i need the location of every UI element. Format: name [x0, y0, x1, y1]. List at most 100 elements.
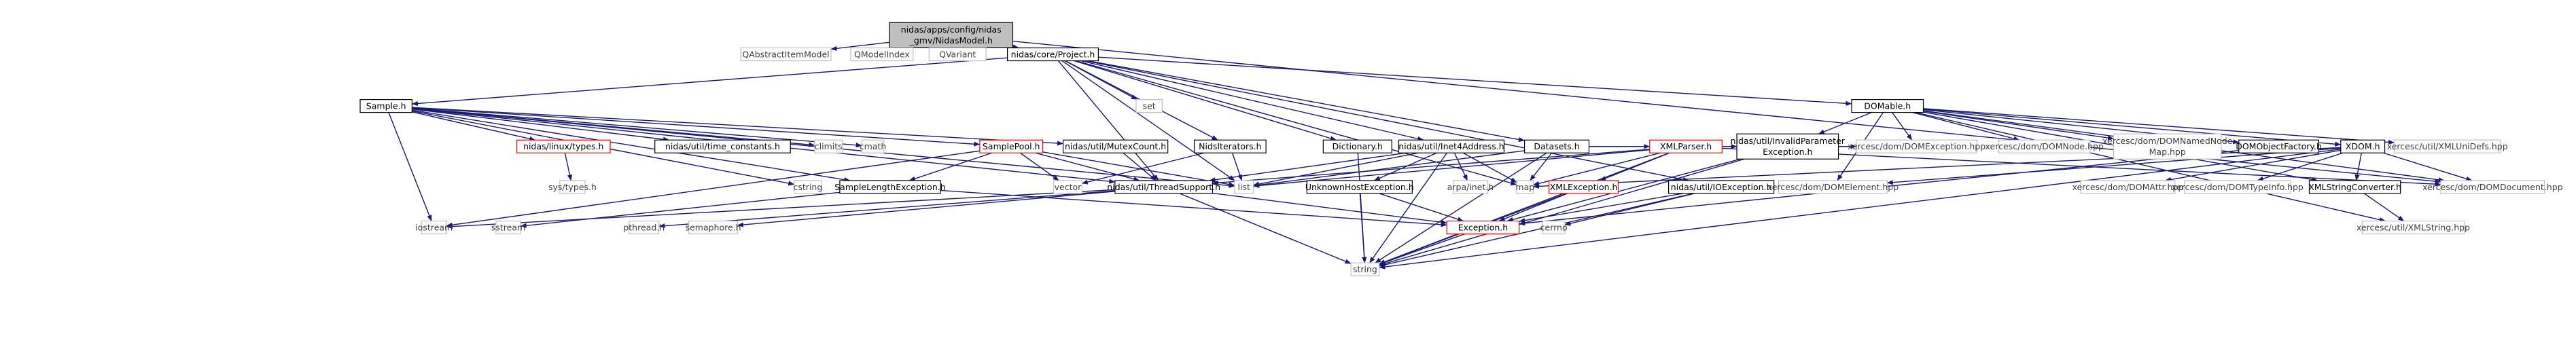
node-box: [889, 22, 1014, 48]
node-box: [928, 47, 987, 62]
node-qmi: QModelIndex: [850, 47, 914, 62]
node-box: [740, 47, 832, 62]
node-domobjf[interactable]: DOMObjectFactory.h: [2236, 139, 2322, 153]
node-xmlstring: xercesc/util/XMLString.hpp: [2357, 220, 2470, 235]
node-box: [1398, 139, 1505, 153]
node-domable[interactable]: DOMable.h: [1851, 98, 1924, 113]
node-cerrno: cerrno: [1540, 220, 1568, 235]
node-list: list: [1234, 180, 1254, 194]
node-box: [629, 220, 660, 235]
edge-root-to-qabs: [830, 41, 890, 51]
node-label: QAbstractItemModel: [742, 50, 829, 60]
node-label: nidas/util/time_constants.h: [665, 141, 780, 151]
edge-domable-to-domexc: [1892, 112, 1913, 141]
edge-samplepool-to-iostream: [446, 150, 980, 227]
edge-project-to-domable: [1098, 56, 1852, 106]
node-label: string: [1353, 264, 1377, 274]
node-box: [1193, 139, 1267, 153]
edge-sample-to-iostream: [388, 112, 432, 221]
node-label: nidas/linux/types.h: [523, 141, 603, 151]
edge-domable-to-xmlstring: [1915, 111, 2386, 223]
node-box: [1114, 180, 1214, 194]
node-xmlparser[interactable]: XMLParser.h: [1649, 139, 1723, 153]
node-label: xercesc/dom/DOMDocument.hpp: [2422, 182, 2563, 192]
node-box: [1053, 180, 1082, 194]
edge-xmlparser-to-threadsupport: [1212, 149, 1650, 185]
node-project[interactable]: nidas/core/Project.h: [1007, 47, 1099, 62]
node-label: xercesc/util/XMLUniDefs.hpp: [2387, 141, 2508, 151]
node-timeconst[interactable]: nidas/util/time_constants.h: [654, 139, 791, 153]
node-vector: vector: [1053, 180, 1082, 194]
edge-sample-to-timeconst: [412, 108, 670, 142]
node-label: xercesc/dom/DOMNamedNode: [2102, 136, 2233, 146]
node-threadsupport[interactable]: nidas/util/ThreadSupport.h: [1107, 180, 1220, 194]
node-box: [1668, 180, 1775, 194]
node-label: DOMable.h: [1864, 101, 1911, 111]
node-mutexcount[interactable]: nidas/util/MutexCount.h: [1062, 139, 1169, 153]
node-ioexc[interactable]: nidas/util/IOException.h: [1668, 180, 1775, 194]
node-domattr: xercesc/dom/DOMAttr.hpp: [2072, 180, 2183, 194]
node-arpainet: arpa/inet.h: [1447, 180, 1494, 194]
node-box: [1549, 180, 1619, 194]
node-box: [359, 98, 412, 113]
node-map: map: [1515, 180, 1534, 194]
edge-threadsupport-to-iostream: [446, 189, 1115, 229]
node-label: xercesc/dom/DOMElement.hpp: [1767, 182, 1899, 192]
node-box: [2361, 220, 2465, 235]
node-samplelen[interactable]: SampleLengthException.h: [834, 180, 946, 194]
node-datasets[interactable]: Datasets.h: [1523, 139, 1590, 153]
node-box: [1998, 139, 2091, 153]
node-box: [1446, 220, 1520, 235]
node-qabs: QAbstractItemModel: [740, 47, 832, 62]
edge-xdom-to-domtype: [2257, 152, 2344, 181]
node-label: Sample.h: [366, 101, 406, 111]
node-types[interactable]: nidas/linux/types.h: [516, 139, 611, 153]
node-root[interactable]: nidas/apps/config/nidas_gmv/NidasModel.h: [889, 22, 1014, 48]
node-box: [495, 220, 521, 235]
node-sample[interactable]: Sample.h: [359, 98, 412, 113]
edge-project-to-ioexc: [1085, 60, 1689, 182]
node-label: XMLException.h: [1550, 182, 1618, 192]
node-box: [1306, 180, 1413, 194]
edge-sample-to-types: [412, 111, 536, 141]
node-dictionary[interactable]: Dictionary.h: [1322, 139, 1392, 153]
edge-exception-to-string: [1379, 233, 1465, 265]
edge-inet4-to-unknownhost: [1373, 152, 1437, 181]
node-label: xercesc/dom/DOMNode.hpp: [1986, 141, 2104, 151]
node-box: [794, 180, 822, 194]
node-unknownhost[interactable]: UnknownHostException.h: [1305, 180, 1414, 194]
node-label: Exception.h: [1763, 147, 1812, 157]
edge-threadsupport-to-pthread: [658, 190, 1115, 229]
edge-sample-to-samplelen: [412, 109, 851, 183]
node-label: Dictionary.h: [1333, 141, 1383, 151]
node-box: [1736, 133, 1839, 160]
edge-domable-to-xdom: [1923, 108, 2342, 147]
node-box: [2238, 139, 2319, 153]
edge-project-to-inet4: [1080, 60, 1424, 141]
node-box: [1062, 139, 1169, 153]
node-box: [1452, 180, 1489, 194]
edge-sample-to-samplepool: [412, 107, 981, 147]
edge-nidsit-to-vector: [1081, 152, 1205, 185]
node-domtype: xercesc/dom/DOMTypeInfo.hpp: [2172, 180, 2304, 194]
node-nidsit[interactable]: NidsIterators.h: [1193, 139, 1267, 153]
edge-project-to-dictionary: [1074, 60, 1337, 141]
node-exception[interactable]: Exception.h: [1446, 220, 1520, 235]
node-label: XMLStringConverter.h: [2308, 182, 2401, 192]
node-xmlexc[interactable]: XMLException.h: [1549, 180, 1619, 194]
node-label: xercesc/dom/DOMAttr.hpp: [2072, 182, 2183, 192]
node-label: UnknownHostException.h: [1305, 182, 1414, 192]
node-label: set: [1143, 101, 1156, 111]
node-xdom[interactable]: XDOM.h: [2340, 139, 2386, 153]
node-label: xercesc/dom/DOMTypeInfo.hpp: [2172, 182, 2304, 192]
nodes-layer: nidas/apps/config/nidas_gmv/NidasModel.h…: [359, 22, 2563, 276]
node-xmlstrconv[interactable]: XMLStringConverter.h: [2308, 180, 2401, 194]
node-domnode: xercesc/dom/DOMNode.hpp: [1986, 139, 2104, 153]
node-inet4[interactable]: nidas/util/Inet4Address.h: [1398, 139, 1505, 153]
node-label: iostream: [415, 223, 453, 233]
edge-inet4-to-string: [1369, 152, 1447, 263]
node-samplepool[interactable]: SamplePool.h: [979, 139, 1044, 153]
edge-sample-to-cmath: [412, 107, 862, 148]
